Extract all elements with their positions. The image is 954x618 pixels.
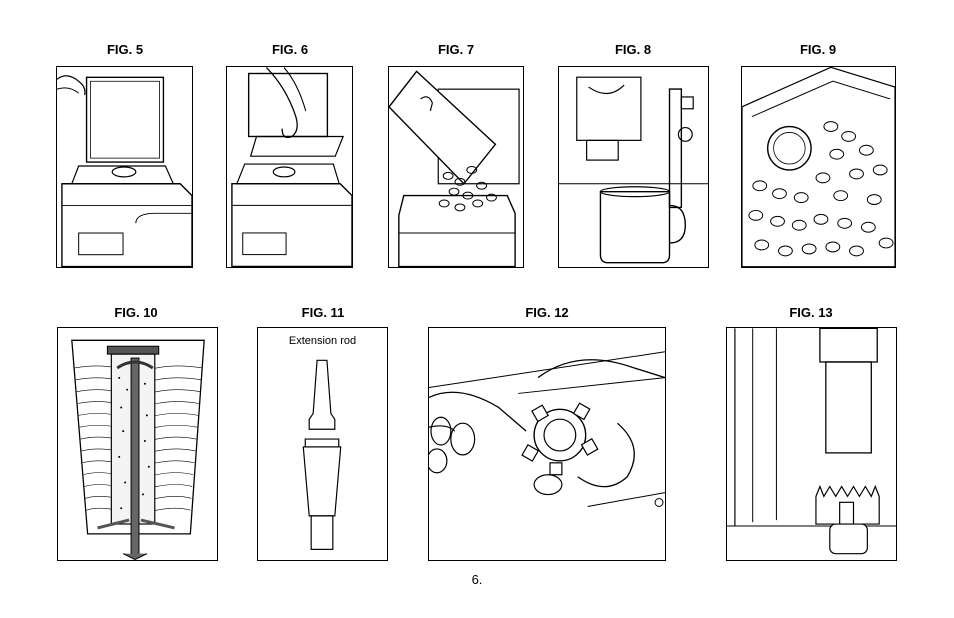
fig10-illustration xyxy=(57,327,218,561)
fig6-drawing xyxy=(231,67,352,267)
fig8-drawing xyxy=(559,76,708,264)
fig6-title: FIG. 6 xyxy=(271,42,309,57)
fig12-title: FIG. 12 xyxy=(525,305,569,320)
fig7-illustration xyxy=(388,66,524,268)
fig13-drawing xyxy=(727,328,896,555)
fig9-drawing xyxy=(742,67,895,267)
fig5-illustration xyxy=(56,66,193,268)
fig5-title: FIG. 5 xyxy=(106,42,144,57)
fig9-title: FIG. 9 xyxy=(799,42,837,57)
fig8-illustration xyxy=(558,66,709,268)
extension-rod-label: Extension rod xyxy=(288,335,357,347)
fig7-drawing xyxy=(389,70,520,267)
fig11-drawing xyxy=(302,359,342,550)
fig10-title: FIG. 10 xyxy=(114,305,158,320)
fig13-title: FIG. 13 xyxy=(789,305,833,320)
fig7-title: FIG. 7 xyxy=(437,42,475,57)
page-number: 6. xyxy=(471,572,483,587)
fig12-drawing xyxy=(429,351,665,507)
fig13-illustration xyxy=(726,327,897,561)
fig6-illustration xyxy=(226,66,353,268)
fig10-drawing xyxy=(71,339,205,560)
fig5-drawing xyxy=(57,75,192,267)
fig12-illustration xyxy=(428,327,666,561)
fig9-illustration xyxy=(741,66,896,268)
fig8-title: FIG. 8 xyxy=(614,42,652,57)
fig11-title: FIG. 11 xyxy=(301,305,345,320)
fig11-illustration: Extension rod xyxy=(257,327,388,561)
